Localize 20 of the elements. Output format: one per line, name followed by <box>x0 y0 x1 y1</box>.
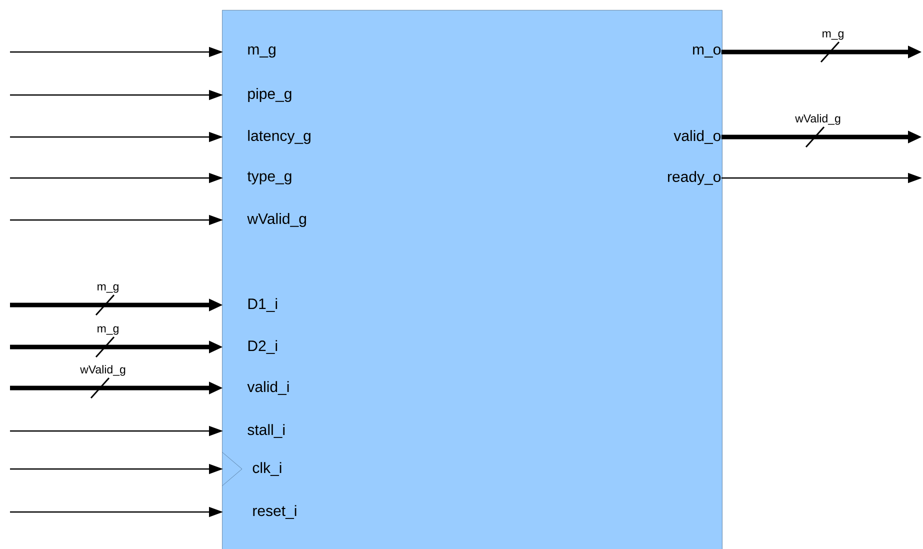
edge-label: wValid_g <box>80 365 126 376</box>
port-label: latency_g <box>248 130 310 144</box>
port-label: D2_i <box>248 340 278 354</box>
port-label: pipe_g <box>248 88 292 102</box>
edge-label: wValid_g <box>795 114 840 125</box>
port-label: stall_i <box>248 424 285 438</box>
port-label: valid_o <box>674 130 721 144</box>
port-label: valid_i <box>247 381 289 395</box>
port-label: type_g <box>247 172 292 184</box>
block-box <box>222 10 722 549</box>
port-label: clk_i <box>252 462 282 476</box>
port-label: wValid_g <box>247 213 306 227</box>
port-label: m_o <box>693 46 721 58</box>
edge-label: m_g <box>98 326 118 335</box>
edge-label: m_g <box>98 284 118 293</box>
port-label: D1_i <box>248 298 278 312</box>
edge-label: m_g <box>822 31 844 40</box>
port-label: m_g <box>248 46 276 58</box>
port-label: ready_o <box>668 171 721 185</box>
port-label: reset_i <box>253 505 296 519</box>
